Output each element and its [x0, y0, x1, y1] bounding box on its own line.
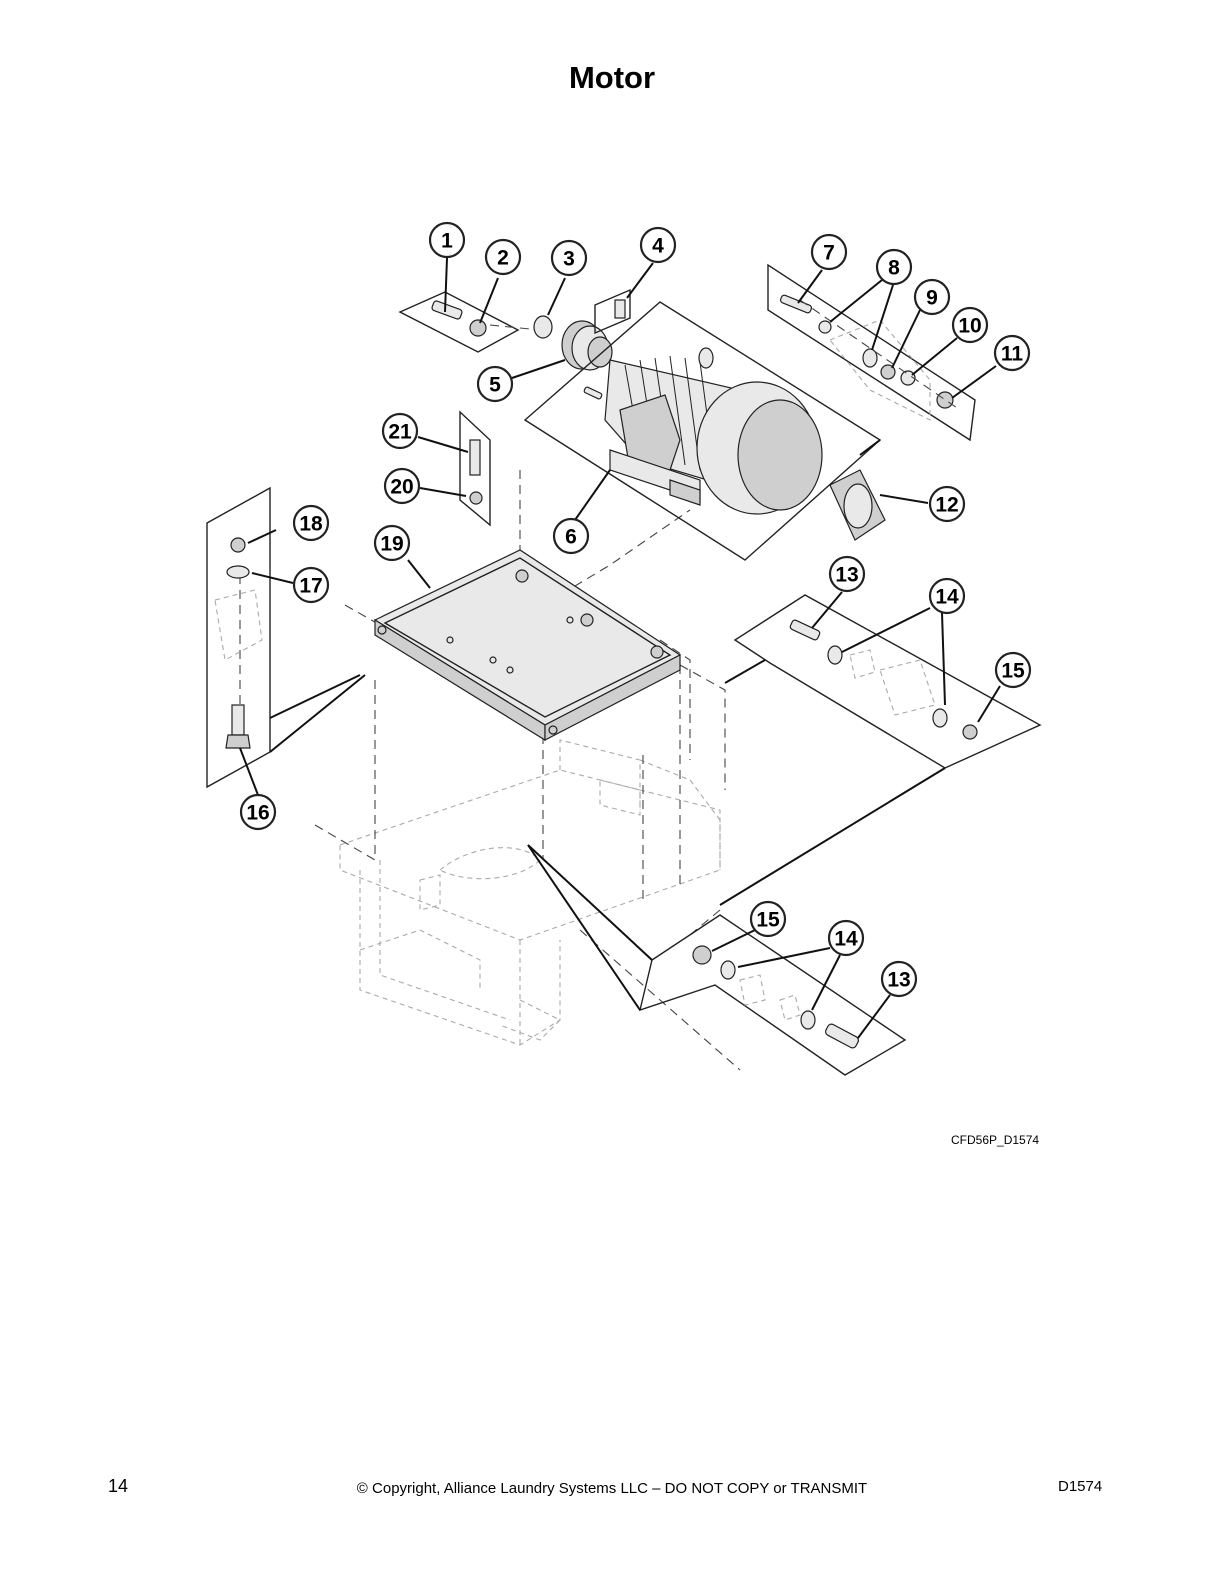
callout-label: 12 [935, 494, 958, 517]
callout-16: 16 [239, 793, 277, 831]
copyright-notice: © Copyright, Alliance Laundry Systems LL… [356, 1480, 868, 1497]
page-title: Motor [568, 60, 656, 95]
panel-lower-mount [527, 844, 907, 1076]
machine-frame-ghost [339, 739, 721, 1046]
motor-mount-plate [373, 549, 682, 742]
callout-label: 11 [1001, 343, 1024, 366]
callout-21: 21 [381, 412, 419, 450]
callout-label: 6 [565, 526, 577, 549]
callout-2: 2 [484, 238, 522, 276]
callout-label: 4 [652, 235, 664, 258]
panel-set-screw [594, 288, 631, 335]
callout-11: 11 [993, 334, 1031, 372]
figure-id: CFD56P_D1574 [951, 1133, 1040, 1147]
callout-label: 5 [489, 374, 501, 397]
callout-20: 20 [383, 467, 421, 505]
callout-label: 1 [441, 230, 453, 253]
callout-leaders [239, 257, 1001, 1039]
callout-label: 2 [497, 247, 509, 270]
callout-label: 14 [834, 928, 858, 951]
panel-motor-hardware [767, 263, 976, 442]
callout-3: 3 [550, 239, 588, 277]
document-code: D1574 [1058, 1478, 1103, 1495]
callout-14-lower: 14 [827, 919, 865, 957]
callout-label: 9 [926, 287, 938, 310]
callout-label: 10 [958, 315, 981, 338]
callout-12: 12 [928, 485, 966, 523]
callout-label: 19 [380, 533, 403, 556]
callout-label: 15 [1001, 660, 1025, 683]
fan [829, 469, 886, 541]
callout-15-upper: 15 [994, 651, 1032, 689]
callout-19: 19 [373, 524, 411, 562]
panel-pulley-bolt [398, 291, 541, 353]
callout-18: 18 [292, 504, 330, 542]
callout-13-upper: 13 [828, 555, 866, 593]
callout-label: 8 [888, 257, 900, 280]
callout-label: 3 [563, 248, 575, 271]
panel-plate-bolt [459, 410, 491, 527]
callout-label: 17 [299, 575, 322, 598]
callout-10: 10 [951, 306, 989, 344]
callout-14-upper: 14 [928, 577, 966, 615]
callout-15-lower: 15 [749, 900, 787, 938]
callout-label: 21 [388, 421, 412, 444]
panel-upper-mount [724, 594, 1042, 769]
callout-label: 13 [835, 564, 858, 587]
callout-label: 15 [756, 909, 780, 932]
alignment-lines [239, 470, 741, 1071]
callout-17: 17 [292, 566, 330, 604]
callout-13-lower: 13 [880, 960, 918, 998]
callout-label: 16 [246, 802, 269, 825]
callout-label: 14 [935, 586, 959, 609]
callout-7: 7 [810, 233, 848, 271]
callout-1: 1 [428, 221, 466, 259]
callout-label: 18 [299, 513, 323, 536]
callout-label: 13 [887, 969, 910, 992]
callout-label: 7 [823, 242, 835, 265]
callout-9: 9 [913, 278, 951, 316]
callout-8: 8 [875, 248, 913, 286]
callout-6: 6 [552, 517, 590, 555]
page-number: 14 [108, 1476, 129, 1496]
pulley-assembly [533, 315, 613, 400]
callout-5: 5 [476, 365, 514, 403]
callout-4: 4 [639, 226, 677, 264]
callout-label: 20 [390, 476, 413, 499]
panel-leaders [269, 439, 946, 906]
